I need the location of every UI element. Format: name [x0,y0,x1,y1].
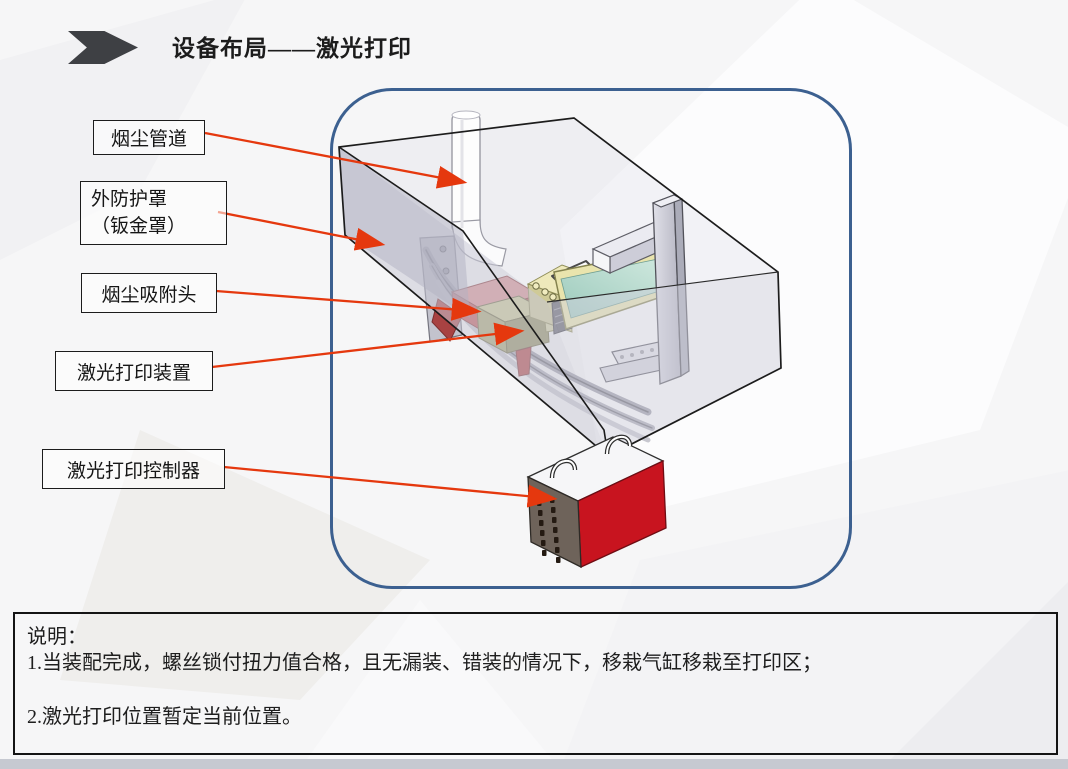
arrow-print-device [211,322,525,369]
laser-print-controller [526,434,667,569]
callout-label: 激光打印控制器 [66,460,200,482]
callout-label: 激光打印装置 [76,362,191,384]
callout-arrows [204,131,558,508]
arrow-controller [223,465,558,508]
callout-label: 外防护罩 [91,189,168,210]
footer-strip [0,759,1068,769]
callout-smoke-pipe: 烟尘管道 [93,120,205,155]
machine-button [549,293,557,301]
callout-label: 烟尘吸附头 [101,284,197,306]
notes-item-2: 2.激光打印位置暂定当前位置。 [27,706,302,728]
notes-heading: 说明： [27,626,87,648]
callout-adsorption-head: 烟尘吸附头 [81,273,217,313]
diagram-frame [330,88,852,589]
arrow-adsorption-head [215,289,482,321]
callout-controller: 激光打印控制器 [42,449,225,489]
machine-button [532,282,540,290]
callout-label: （钣金罩） [91,216,187,237]
callout-print-device: 激光打印装置 [55,351,213,391]
callout-label: 烟尘管道 [110,129,187,150]
machine-button [541,288,549,296]
notes-box: 说明： 1.当装配完成，螺丝锁付扭力值合格，且无漏装、错装的情况下，移栽气缸移栽… [13,612,1058,755]
callout-outer-cover: 外防护罩 （钣金罩） [80,181,227,245]
notes-item-1: 1.当装配完成，螺丝锁付扭力值合格，且无漏装、错装的情况下，移栽气缸移栽至打印区… [27,652,822,674]
controller-handles [549,434,633,479]
arrow-outer-cover [217,210,386,251]
arrow-smoke-pipe [204,131,468,189]
page-title: 设备布局——激光打印 [172,36,412,61]
